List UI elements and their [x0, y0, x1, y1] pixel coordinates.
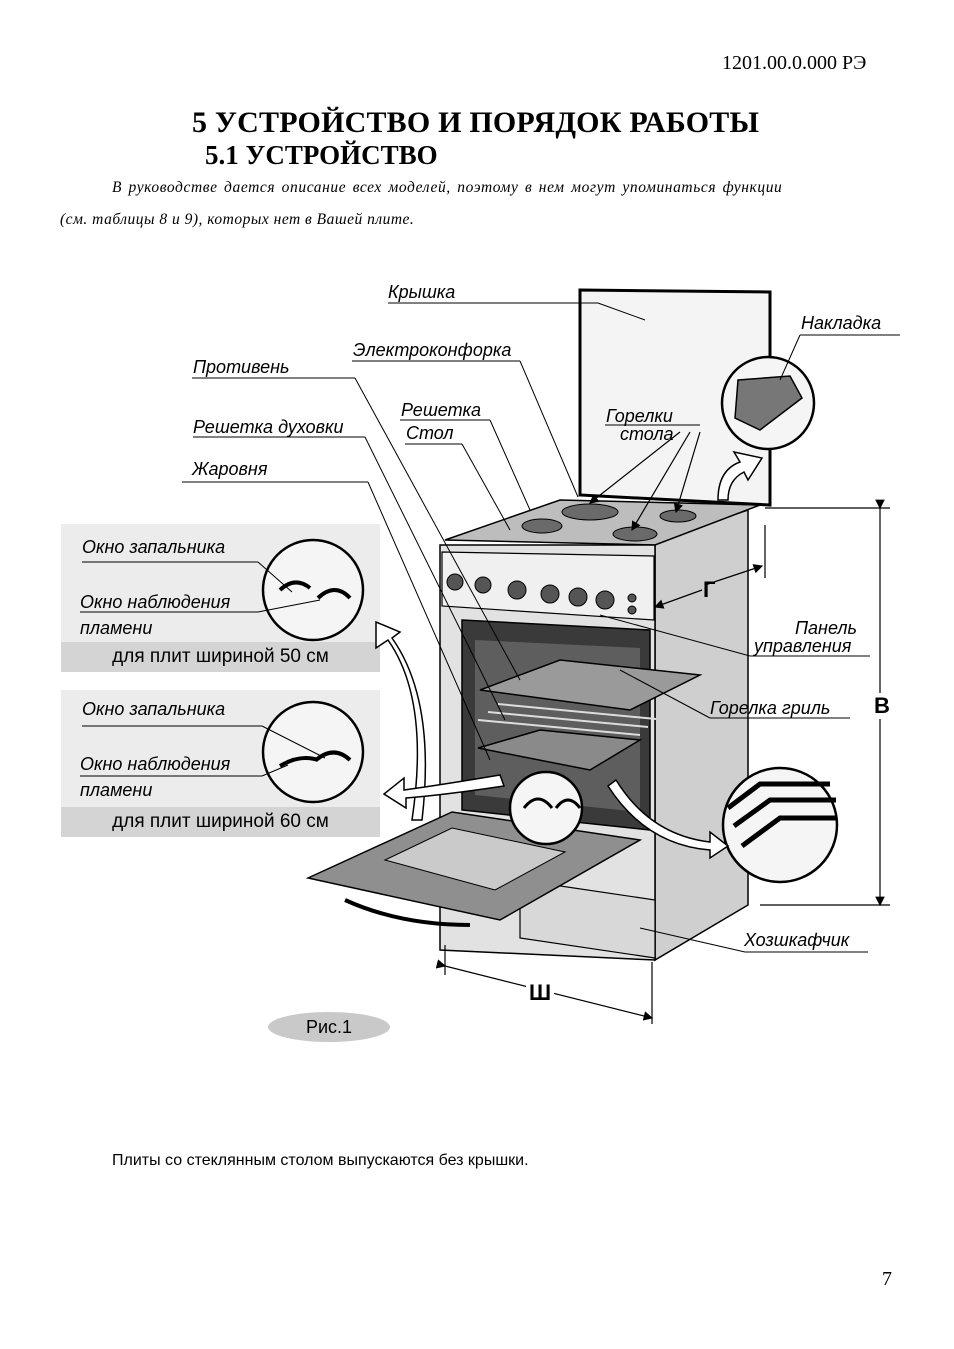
- inset-50-igniter-window: Окно запальника: [82, 537, 226, 557]
- inset-50-flame-window-2: пламени: [80, 618, 153, 638]
- inset-50-caption: для плит шириной 50 см: [61, 642, 380, 672]
- note-text: Плиты со стеклянным столом выпускаются б…: [112, 1152, 529, 1169]
- inset-60-flame-window-2: пламени: [80, 780, 153, 800]
- label-lid: Крышка: [388, 282, 456, 302]
- page-number: 7: [882, 1268, 892, 1290]
- document-number: 1201.00.0.000 РЭ: [722, 52, 867, 74]
- inset-60-igniter-window: Окно запальника: [82, 699, 226, 719]
- dimension-width-letter: Ш: [526, 980, 555, 1006]
- dimension-height-letter: В: [872, 693, 892, 719]
- label-table-burners-1: Горелки: [606, 406, 673, 426]
- inset-60-flame-window-1: Окно наблюдения: [80, 754, 231, 774]
- intro-text-line1: В руководстве дается описание всех модел…: [112, 179, 783, 196]
- label-electric-hotplate: Электроконфорка: [353, 340, 512, 360]
- label-grill-burner: Горелка гриль: [710, 698, 831, 718]
- inset-60-caption: для плит шириной 60 см: [61, 807, 380, 837]
- label-control-panel-2: управления: [754, 636, 852, 656]
- label-roasting-pan: Жаровня: [192, 459, 268, 479]
- label-oven-rack: Решетка духовки: [193, 417, 344, 437]
- label-control-panel-1: Панель: [795, 618, 857, 638]
- label-table-burners-2: стола: [620, 424, 674, 444]
- label-baking-tray: Противень: [193, 357, 290, 377]
- label-table: Стол: [406, 423, 454, 443]
- label-cover-plate: Накладка: [801, 313, 882, 333]
- dimension-depth-letter: Г: [703, 577, 716, 602]
- section-title: 5 УСТРОЙСТВО И ПОРЯДОК РАБОТЫ: [192, 106, 760, 139]
- section-subtitle: 5.1 УСТРОЙСТВО: [205, 140, 438, 170]
- figure-caption: Рис.1: [268, 1012, 390, 1042]
- intro-text-line2: (см. таблицы 8 и 9), которых нет в Вашей…: [60, 211, 415, 228]
- label-grate: Решетка: [401, 400, 482, 420]
- label-storage-drawer: Хозшкафчик: [744, 930, 850, 950]
- inset-50-flame-window-1: Окно наблюдения: [80, 592, 231, 612]
